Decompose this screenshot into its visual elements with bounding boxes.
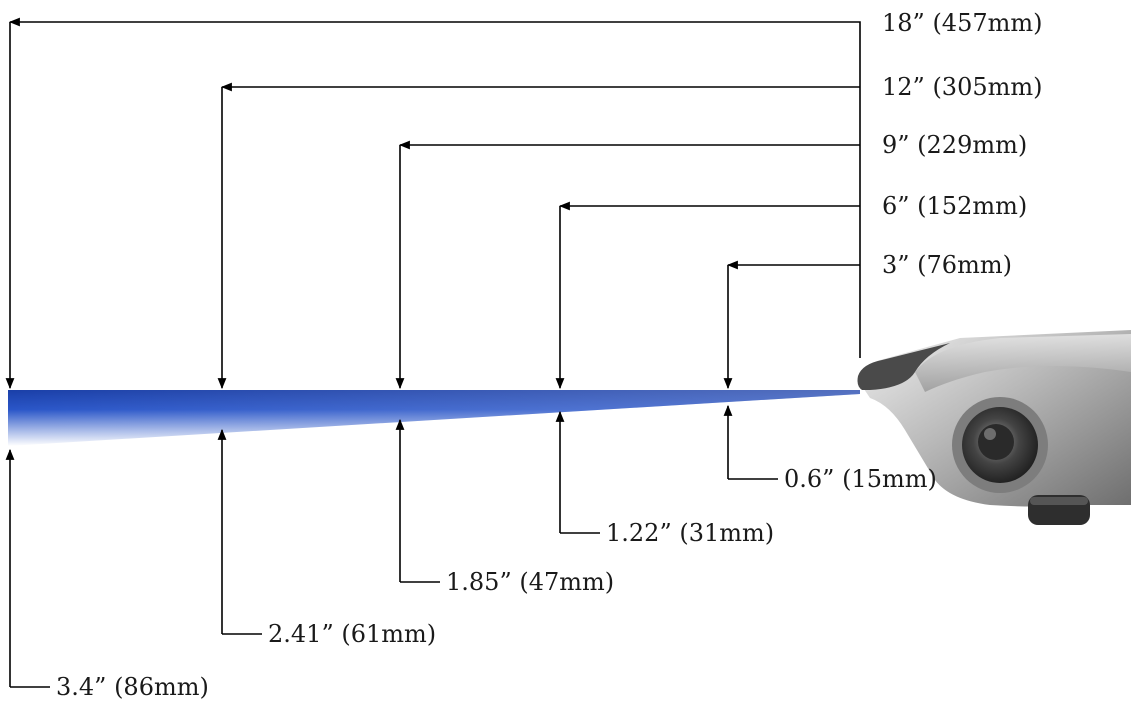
distance-label-18in: 18” (457mm): [882, 9, 1043, 37]
distance-label-9in: 9” (229mm): [882, 131, 1027, 159]
distance-label-6in: 6” (152mm): [882, 192, 1027, 220]
distance-markers: 18” (457mm) 12” (305mm) 9” (229mm) 6” (1…: [5, 9, 1043, 390]
spot-label-1-22in: 1.22” (31mm): [606, 519, 774, 547]
spot-label-0-6in: 0.6” (15mm): [784, 465, 937, 493]
spot-label-1-85in: 1.85” (47mm): [446, 568, 614, 596]
spot-label-2-41in: 2.41” (61mm): [268, 620, 436, 648]
spot-size-markers: 0.6” (15mm) 1.22” (31mm) 1.85” (47mm) 2.…: [5, 404, 937, 701]
spot-label-3-4in: 3.4” (86mm): [56, 673, 209, 701]
distance-label-3in: 3” (76mm): [882, 251, 1012, 279]
ir-beam: [8, 390, 860, 446]
distance-label-12in: 12” (305mm): [882, 73, 1043, 101]
sensor-housing: [857, 330, 1131, 525]
